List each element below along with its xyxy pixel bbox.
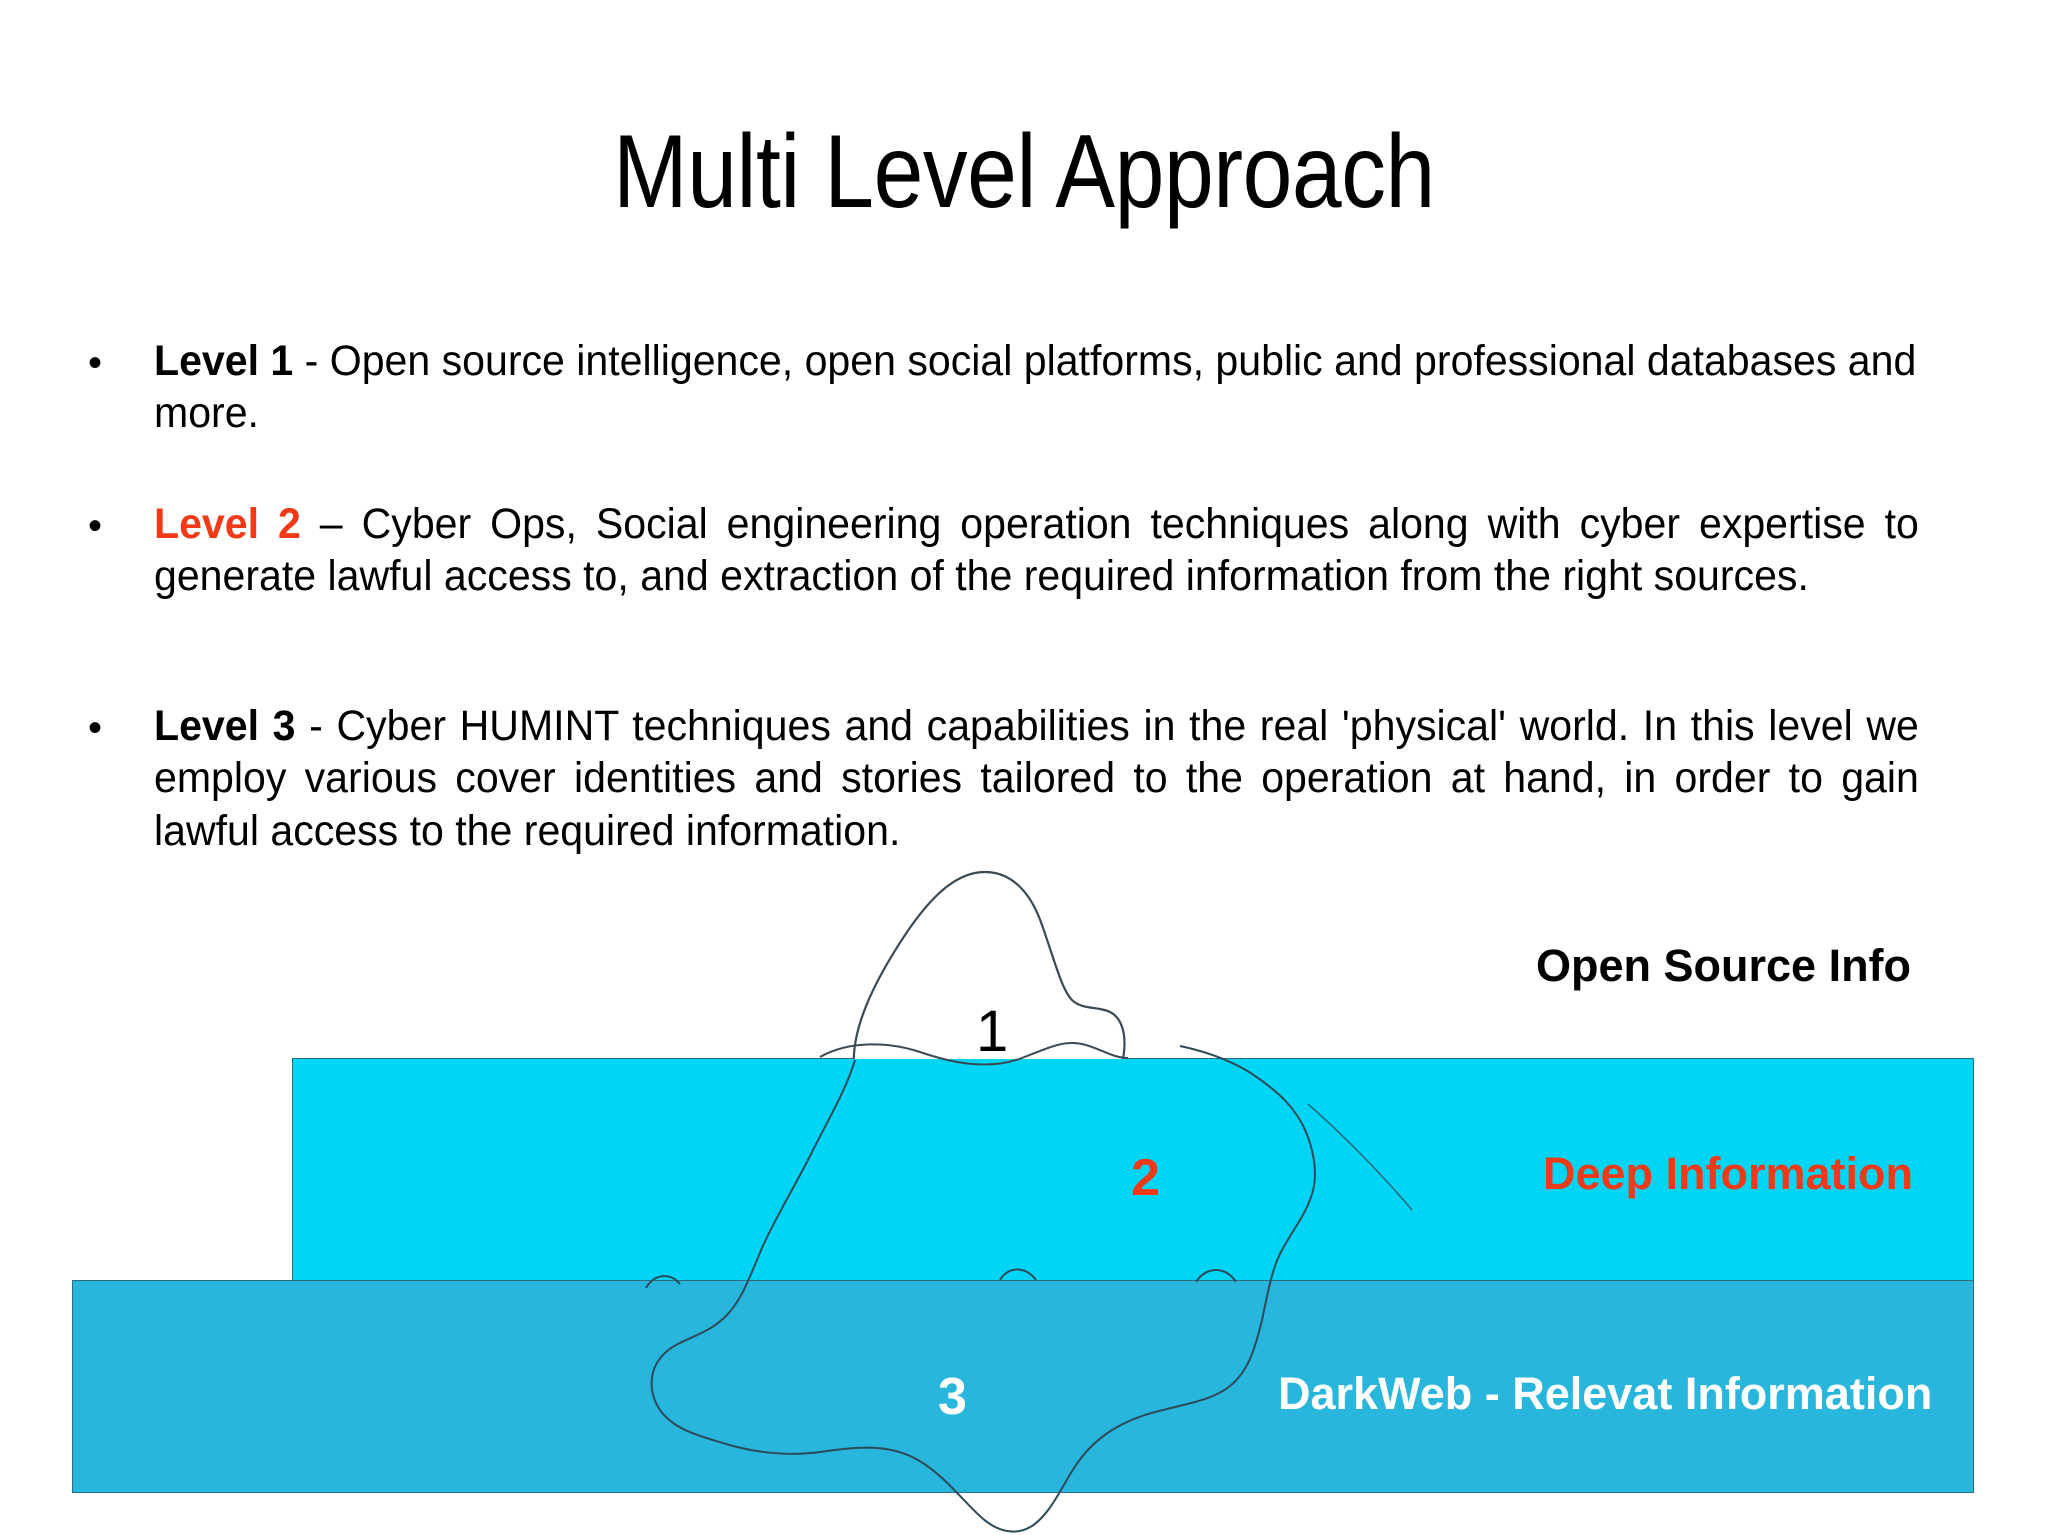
bullet-lead-level-3: Level 3 <box>154 702 296 750</box>
bullet-item-level-1: • Level 1 - Open source intelligence, op… <box>82 335 2002 440</box>
bullet-marker-icon: • <box>88 504 103 548</box>
iceberg-marker-1: 1 <box>976 999 1009 1064</box>
bullet-item-level-2: • Level 2 – Cyber Ops, Social engineerin… <box>82 498 2002 603</box>
label-open-source-info: Open Source Info <box>1536 940 1912 991</box>
bullet-body-level-2: – Cyber Ops, Social engineering operatio… <box>154 500 1919 601</box>
bullet-lead-level-2: Level 2 <box>154 500 301 548</box>
bullet-marker-icon: • <box>88 706 103 750</box>
bullet-text-level-3: Level 3 - Cyber HUMINT techniques and ca… <box>154 700 1919 857</box>
label-darkweb-information: DarkWeb - Relevat Information <box>1278 1368 1933 1419</box>
label-deep-information: Deep Information <box>1543 1148 1914 1199</box>
bullet-body-level-1: - Open source intelligence, open social … <box>154 337 1917 438</box>
bullet-body-level-3: - Cyber HUMINT techniques and capabiliti… <box>154 702 1919 855</box>
bullet-item-level-3: • Level 3 - Cyber HUMINT techniques and … <box>82 700 2002 857</box>
iceberg-marker-2: 2 <box>1131 1149 1160 1207</box>
bullet-text-level-2: Level 2 – Cyber Ops, Social engineering … <box>154 498 1919 603</box>
bullet-lead-level-1: Level 1 <box>154 337 294 385</box>
page-title: Multi Level Approach <box>613 114 1435 230</box>
iceberg-marker-3: 3 <box>938 1368 967 1426</box>
bullet-marker-icon: • <box>88 341 103 385</box>
bullet-text-level-1: Level 1 - Open source intelligence, open… <box>154 335 1919 440</box>
